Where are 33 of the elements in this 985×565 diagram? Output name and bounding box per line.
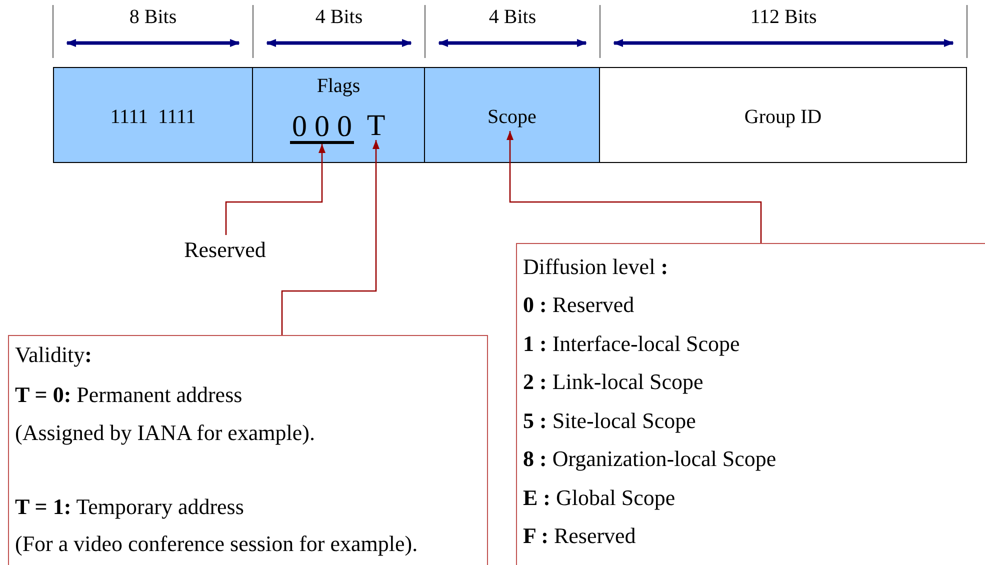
note-line: F : Reserved — [523, 523, 636, 549]
field-name: Flags — [316, 75, 360, 98]
bit-width-label: 4 Bits — [488, 6, 536, 29]
note-line: E : Global Scope — [523, 485, 676, 511]
callout-text: Reserved — [176, 235, 274, 265]
note-line: (Assigned by IANA for example). — [15, 420, 315, 446]
flag-bits: 0 0 0 — [290, 112, 354, 144]
note-line: 0 : Reserved — [523, 292, 634, 318]
leader-line — [506, 131, 762, 243]
note-line: 2 : Link-local Scope — [523, 369, 704, 395]
note-line: T = 1: Temporary address — [15, 494, 244, 520]
flags-field-box — [253, 67, 425, 163]
bit-width-label: 8 Bits — [129, 6, 177, 29]
field-name: Scope — [488, 106, 536, 129]
note-line: 5 : Site-local Scope — [523, 408, 696, 434]
group-id-field-box — [600, 67, 967, 163]
leader-line — [281, 140, 380, 335]
leader-line — [225, 144, 326, 235]
bit-field-box — [53, 67, 253, 163]
note-box — [516, 243, 985, 565]
field-value: 1111 1111 — [110, 106, 196, 129]
note-line: Validity: — [15, 342, 92, 368]
note-line: Diffusion level : — [523, 254, 668, 280]
flag-bit: T — [363, 112, 389, 140]
note-line: 1 : Interface-local Scope — [523, 331, 740, 357]
note-line: (For a video conference session for example). — [15, 531, 418, 557]
note-line: 8 : Organization-local Scope — [523, 446, 776, 472]
note-box — [8, 335, 488, 565]
field-name: Group ID — [744, 106, 822, 129]
scope-field-box — [425, 67, 600, 163]
bit-width-label: 112 Bits — [750, 6, 817, 29]
bit-width-label: 4 Bits — [315, 6, 363, 29]
note-line: T = 0: Permanent address — [15, 382, 242, 408]
